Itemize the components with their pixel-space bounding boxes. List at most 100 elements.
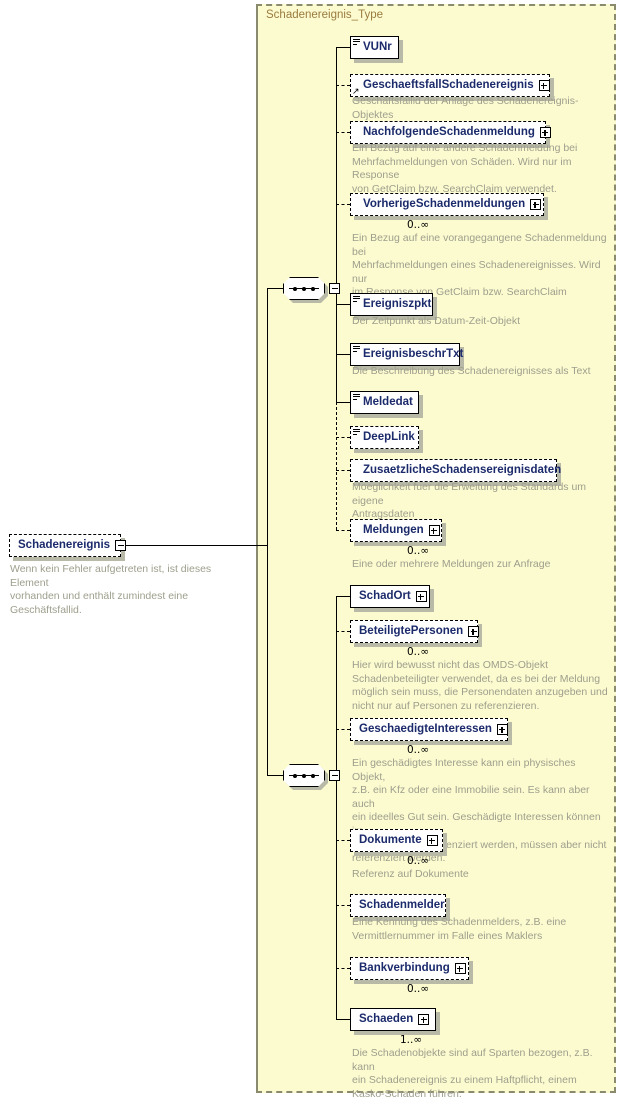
node-dokumente[interactable]: Dokumente [350,829,443,852]
node-schadort[interactable]: SchadOrt [350,585,430,608]
occurrence-indicator: 0..∞ [407,855,430,867]
node-annotation: Ein Bezug auf eine andere Schadenmeldung… [352,142,578,195]
expand-toggle[interactable] [415,591,427,602]
node-label: NachfolgendeSchadenmeldung [363,125,535,138]
node-schadenmelder[interactable]: Schadenmelder [350,894,446,917]
simple-type-icon [353,393,360,401]
node-annotation: Hier wird bewusst nicht das OMDS-Objekt … [352,659,608,712]
node-label: Meldedat [363,395,413,408]
expand-toggle[interactable] [496,724,508,735]
node-geschaedigteinteressen[interactable]: GeschaedigteInteressen [350,718,508,741]
sequence-2-collapse-toggle[interactable] [329,770,340,781]
expand-toggle[interactable] [538,80,550,91]
node-ereignisbeschrtxt[interactable]: EreignisbeschrTxt [350,343,464,366]
connector-stub-dokumente [336,840,350,841]
sequence-1-collapse-toggle[interactable] [329,283,340,294]
node-nachfolgendeschadenmeldung[interactable]: NachfolgendeSchadenmeldung [350,121,551,144]
node-annotation: Die Schadenobjekte sind auf Sparten bezo… [352,1047,593,1097]
connector-root-to-trunk [121,545,268,547]
node-annotation: Eine Kennung des Schadenmelders, z.B. ei… [352,916,567,942]
node-beteiligtepersonen[interactable]: BeteiligtePersonen [350,620,480,643]
expand-toggle[interactable] [426,835,438,846]
node-bankverbindung[interactable]: Bankverbindung [350,957,469,980]
complex-type-container-right-edge [614,4,616,1093]
node-label: SchadOrt [359,589,411,602]
node-vunr[interactable]: VUNr [350,36,399,59]
connector-bus-1-solid [336,47,338,402]
node-label: BeteiligtePersonen [359,624,464,637]
reference-arrow-icon: ↗ [352,87,360,97]
node-vorherigeschadenmeldungen[interactable]: VorherigeSchadenmeldungen [350,193,544,216]
connector-stub-schadort [336,596,350,598]
node-schaeden[interactable]: Schaeden [350,1008,436,1031]
simple-type-icon [353,38,360,46]
node-geschaeftsfallschadenereignis[interactable]: ↗ GeschaeftsfallSchadenereignis [350,74,550,97]
node-label: DeepLink [363,430,415,443]
node-label: Ereigniszpkt [363,297,432,310]
expand-toggle[interactable] [418,1014,430,1025]
simple-type-icon [353,428,360,436]
occurrence-indicator: 0..∞ [407,219,430,231]
occurrence-indicator: 0..∞ [407,646,430,658]
connector-stub-beteiligtepersonen [336,631,350,632]
node-annotation: Eine oder mehrere Meldungen zur Anfrage [352,558,551,570]
connector-trunk-vertical [267,288,269,776]
connector-stub-bankverbindung [336,968,350,969]
connector-stub-meldedat [336,402,350,404]
connector-stub-nachfolgendeschadenmeldung [336,132,350,133]
node-zusaetzlicheschadensereignisdaten[interactable]: ZusaetzlicheSchadensereignisdaten [350,459,561,482]
connector-bus-2-upper [336,596,338,775]
connector-stub-meldungen [336,530,350,531]
node-label: ZusaetzlicheSchadensereignisdaten [363,463,562,476]
expand-toggle[interactable] [428,525,440,536]
sequence-2-dots [293,773,315,778]
expand-toggle[interactable] [530,199,542,210]
node-annotation: Moeglichkeit fuer die Erweitung des Stan… [352,481,587,521]
root-element-label: Schadenereignis [18,538,111,551]
connector-stub-deeplink [336,437,350,438]
node-annotation: Die Beschreibung des Schadenereignisses … [352,365,591,377]
expand-toggle[interactable] [454,963,466,974]
node-label: Meldungen [363,523,424,536]
connector-bus-1-dashed [336,402,337,530]
sequence-group-2[interactable] [283,764,340,790]
connector-stub-zusaetzlicheschadensereignisdaten [336,470,350,471]
node-label: GeschaedigteInteressen [359,722,492,735]
node-label: EreignisbeschrTxt [363,347,464,360]
connector-stub-vunr [336,47,350,49]
expand-toggle[interactable] [468,626,480,637]
node-label: Bankverbindung [359,961,450,974]
simple-type-icon [353,295,360,303]
connector-stub-ereignisbeschrtxt [336,354,350,356]
occurrence-indicator: 0..∞ [407,744,430,756]
node-label: Schadenmelder [359,898,445,911]
expand-toggle[interactable] [539,127,551,138]
node-annotation: Der Zeitpunkt als Datum-Zeit-Objekt [352,315,521,327]
root-collapse-toggle[interactable] [115,540,127,551]
connector-stub-ereigniszpkt [336,304,350,306]
node-ereigniszpkt[interactable]: Ereigniszpkt [350,293,433,316]
simple-type-icon [353,345,360,353]
node-deeplink[interactable]: DeepLink [350,426,419,449]
node-label: GeschaeftsfallSchadenereignis [363,78,534,91]
connector-stub-schaeden [336,1019,350,1021]
node-label: Dokumente [359,833,422,846]
connector-stub-geschaeftsfallschadenereignis [336,85,350,86]
sequence-group-1[interactable] [283,277,340,303]
sequence-1-dots [293,286,315,291]
node-annotation: Referenz auf Dokumente [352,868,469,880]
occurrence-indicator: 0..∞ [407,545,430,557]
node-meldedat[interactable]: Meldedat [350,391,419,414]
connector-stub-geschaedigteinteressen [336,729,350,730]
node-label: VorherigeSchadenmeldungen [363,197,526,210]
node-meldungen[interactable]: Meldungen [350,519,442,542]
complex-type-container-left-edge [256,4,258,1093]
connector-stub-vorherigeschadenmeldungen [336,204,350,205]
node-annotation: Geschäftsfallid der Anlage des Schadener… [352,95,579,121]
occurrence-indicator: 0..∞ [407,983,430,995]
root-element-schadenereignis[interactable]: Schadenereignis [9,534,127,557]
connector-bus-2-lower [336,775,338,1019]
occurrence-indicator: 1..∞ [400,1034,423,1046]
root-element-annotation: Wenn kein Fehler aufgetreten ist, ist di… [10,563,212,616]
